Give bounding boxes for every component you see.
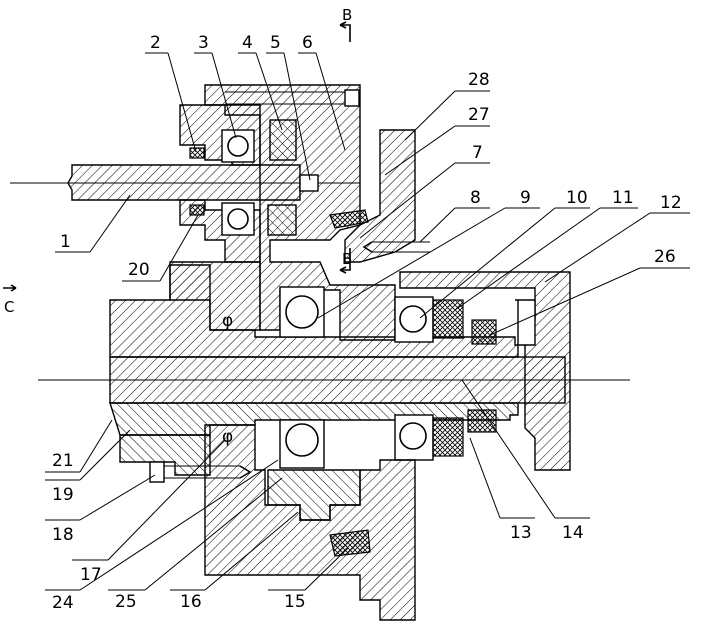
svg-text:11: 11	[612, 188, 634, 208]
svg-text:24: 24	[52, 593, 74, 613]
svg-text:21: 21	[52, 451, 74, 471]
svg-text:2: 2	[150, 33, 161, 53]
nut-26	[472, 320, 496, 344]
svg-text:10: 10	[566, 188, 588, 208]
svg-text:4: 4	[242, 33, 253, 53]
svg-text:16: 16	[180, 592, 202, 612]
bearing-3-upper-race	[222, 130, 254, 162]
callout-13: 13	[470, 438, 535, 543]
callout-1: 1	[55, 195, 130, 252]
svg-text:6: 6	[302, 33, 313, 53]
section-c-left: C	[4, 298, 14, 316]
bolt-18-head	[150, 462, 164, 482]
svg-text:14: 14	[562, 523, 584, 543]
svg-text:17: 17	[80, 565, 102, 585]
input-shaft	[68, 165, 300, 200]
svg-text:1: 1	[60, 232, 71, 252]
svg-text:27: 27	[468, 105, 490, 125]
svg-text:3: 3	[198, 33, 209, 53]
phi-mark-upper: φ	[222, 311, 233, 331]
svg-text:8: 8	[470, 188, 481, 208]
svg-text:20: 20	[128, 260, 150, 280]
svg-text:19: 19	[52, 485, 74, 505]
svg-text:5: 5	[270, 33, 281, 53]
seal-11-upper	[433, 300, 463, 338]
svg-text:13: 13	[510, 523, 532, 543]
svg-text:9: 9	[520, 188, 531, 208]
seal-11-lower	[433, 418, 463, 456]
svg-text:28: 28	[468, 70, 490, 90]
svg-text:18: 18	[52, 525, 74, 545]
svg-text:15: 15	[284, 592, 306, 612]
top-bolt-head	[345, 90, 359, 106]
callout-8: 8	[420, 188, 490, 242]
svg-text:7: 7	[472, 143, 483, 163]
gear-4	[270, 120, 296, 160]
section-c-arrow	[3, 285, 16, 291]
center-rod	[110, 357, 565, 403]
callout-26: 26	[490, 247, 690, 335]
svg-text:12: 12	[660, 193, 682, 213]
phi-mark-lower: φ	[222, 427, 233, 447]
callout-21: 21	[45, 420, 112, 472]
bearing-3-lower-race	[222, 203, 254, 235]
gear-4-lower	[268, 205, 296, 235]
nut-14	[468, 410, 496, 432]
seal-2-lower	[190, 205, 204, 215]
svg-text:25: 25	[115, 592, 137, 612]
section-b-top-arrow	[340, 22, 350, 42]
seal-2-upper	[190, 148, 204, 158]
svg-text:26: 26	[654, 247, 676, 267]
section-b-top: B	[342, 6, 352, 24]
seal-15	[330, 530, 370, 556]
